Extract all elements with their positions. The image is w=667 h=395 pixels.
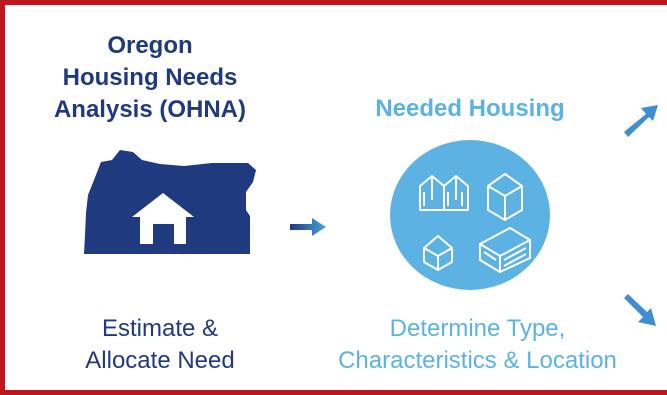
house-icon	[132, 193, 194, 244]
estimate-allocate-caption: Estimate & Allocate Need	[40, 313, 280, 377]
caption-left-line-2: Allocate Need	[85, 347, 235, 374]
title-line-1: Oregon	[107, 32, 193, 59]
title-line-3: Analysis (OHNA)	[53, 96, 247, 123]
caption-right-line-1: Determine Type,	[389, 315, 566, 342]
needed-housing-heading: Needed Housing	[375, 95, 565, 122]
housing-types-icon	[390, 140, 550, 290]
arrow-up-right-icon	[624, 105, 658, 137]
determine-type-caption: Determine Type, Characteristics & Locati…	[300, 313, 655, 377]
ohna-title: Oregon Housing Needs Analysis (OHNA)	[20, 30, 280, 126]
caption-left-line-1: Estimate &	[101, 315, 219, 342]
arrow-down-right-icon	[624, 294, 656, 326]
arrow-right-icon	[290, 218, 326, 236]
caption-right-line-2: Characteristics & Location	[338, 347, 617, 374]
title-line-2: Housing Needs	[62, 64, 238, 91]
